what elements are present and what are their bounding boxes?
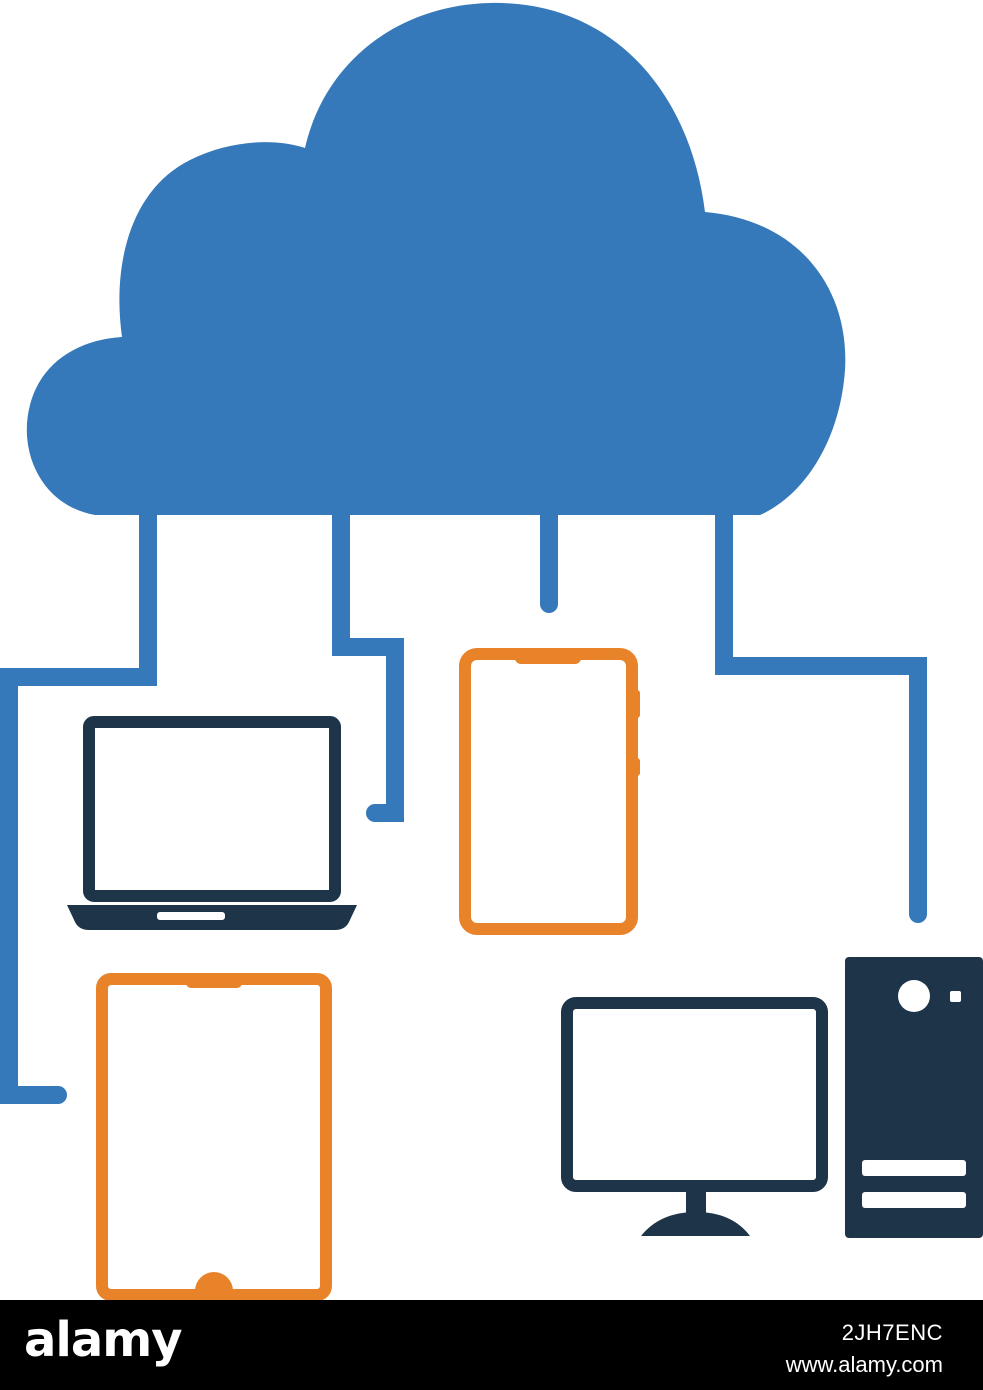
connection-lines <box>0 499 927 1104</box>
line-to-desktop <box>715 499 927 923</box>
desktop-monitor-icon <box>561 997 828 1236</box>
cloud-icon <box>26 2 846 515</box>
watermark-footer: alamy 2JH7ENC www.alamy.com <box>0 1300 983 1390</box>
tablet-icon <box>96 973 332 1300</box>
laptop-icon <box>67 716 357 930</box>
alamy-logo: alamy <box>24 1312 183 1368</box>
image-url-label: www.alamy.com <box>785 1352 943 1377</box>
cloud-network-illustration <box>0 2 983 1300</box>
image-id-label: 2JH7ENC <box>841 1320 943 1345</box>
line-to-laptop <box>332 499 404 822</box>
smartphone-icon <box>459 648 640 935</box>
line-to-tablet <box>0 499 157 1104</box>
pc-tower-icon <box>845 957 983 1238</box>
